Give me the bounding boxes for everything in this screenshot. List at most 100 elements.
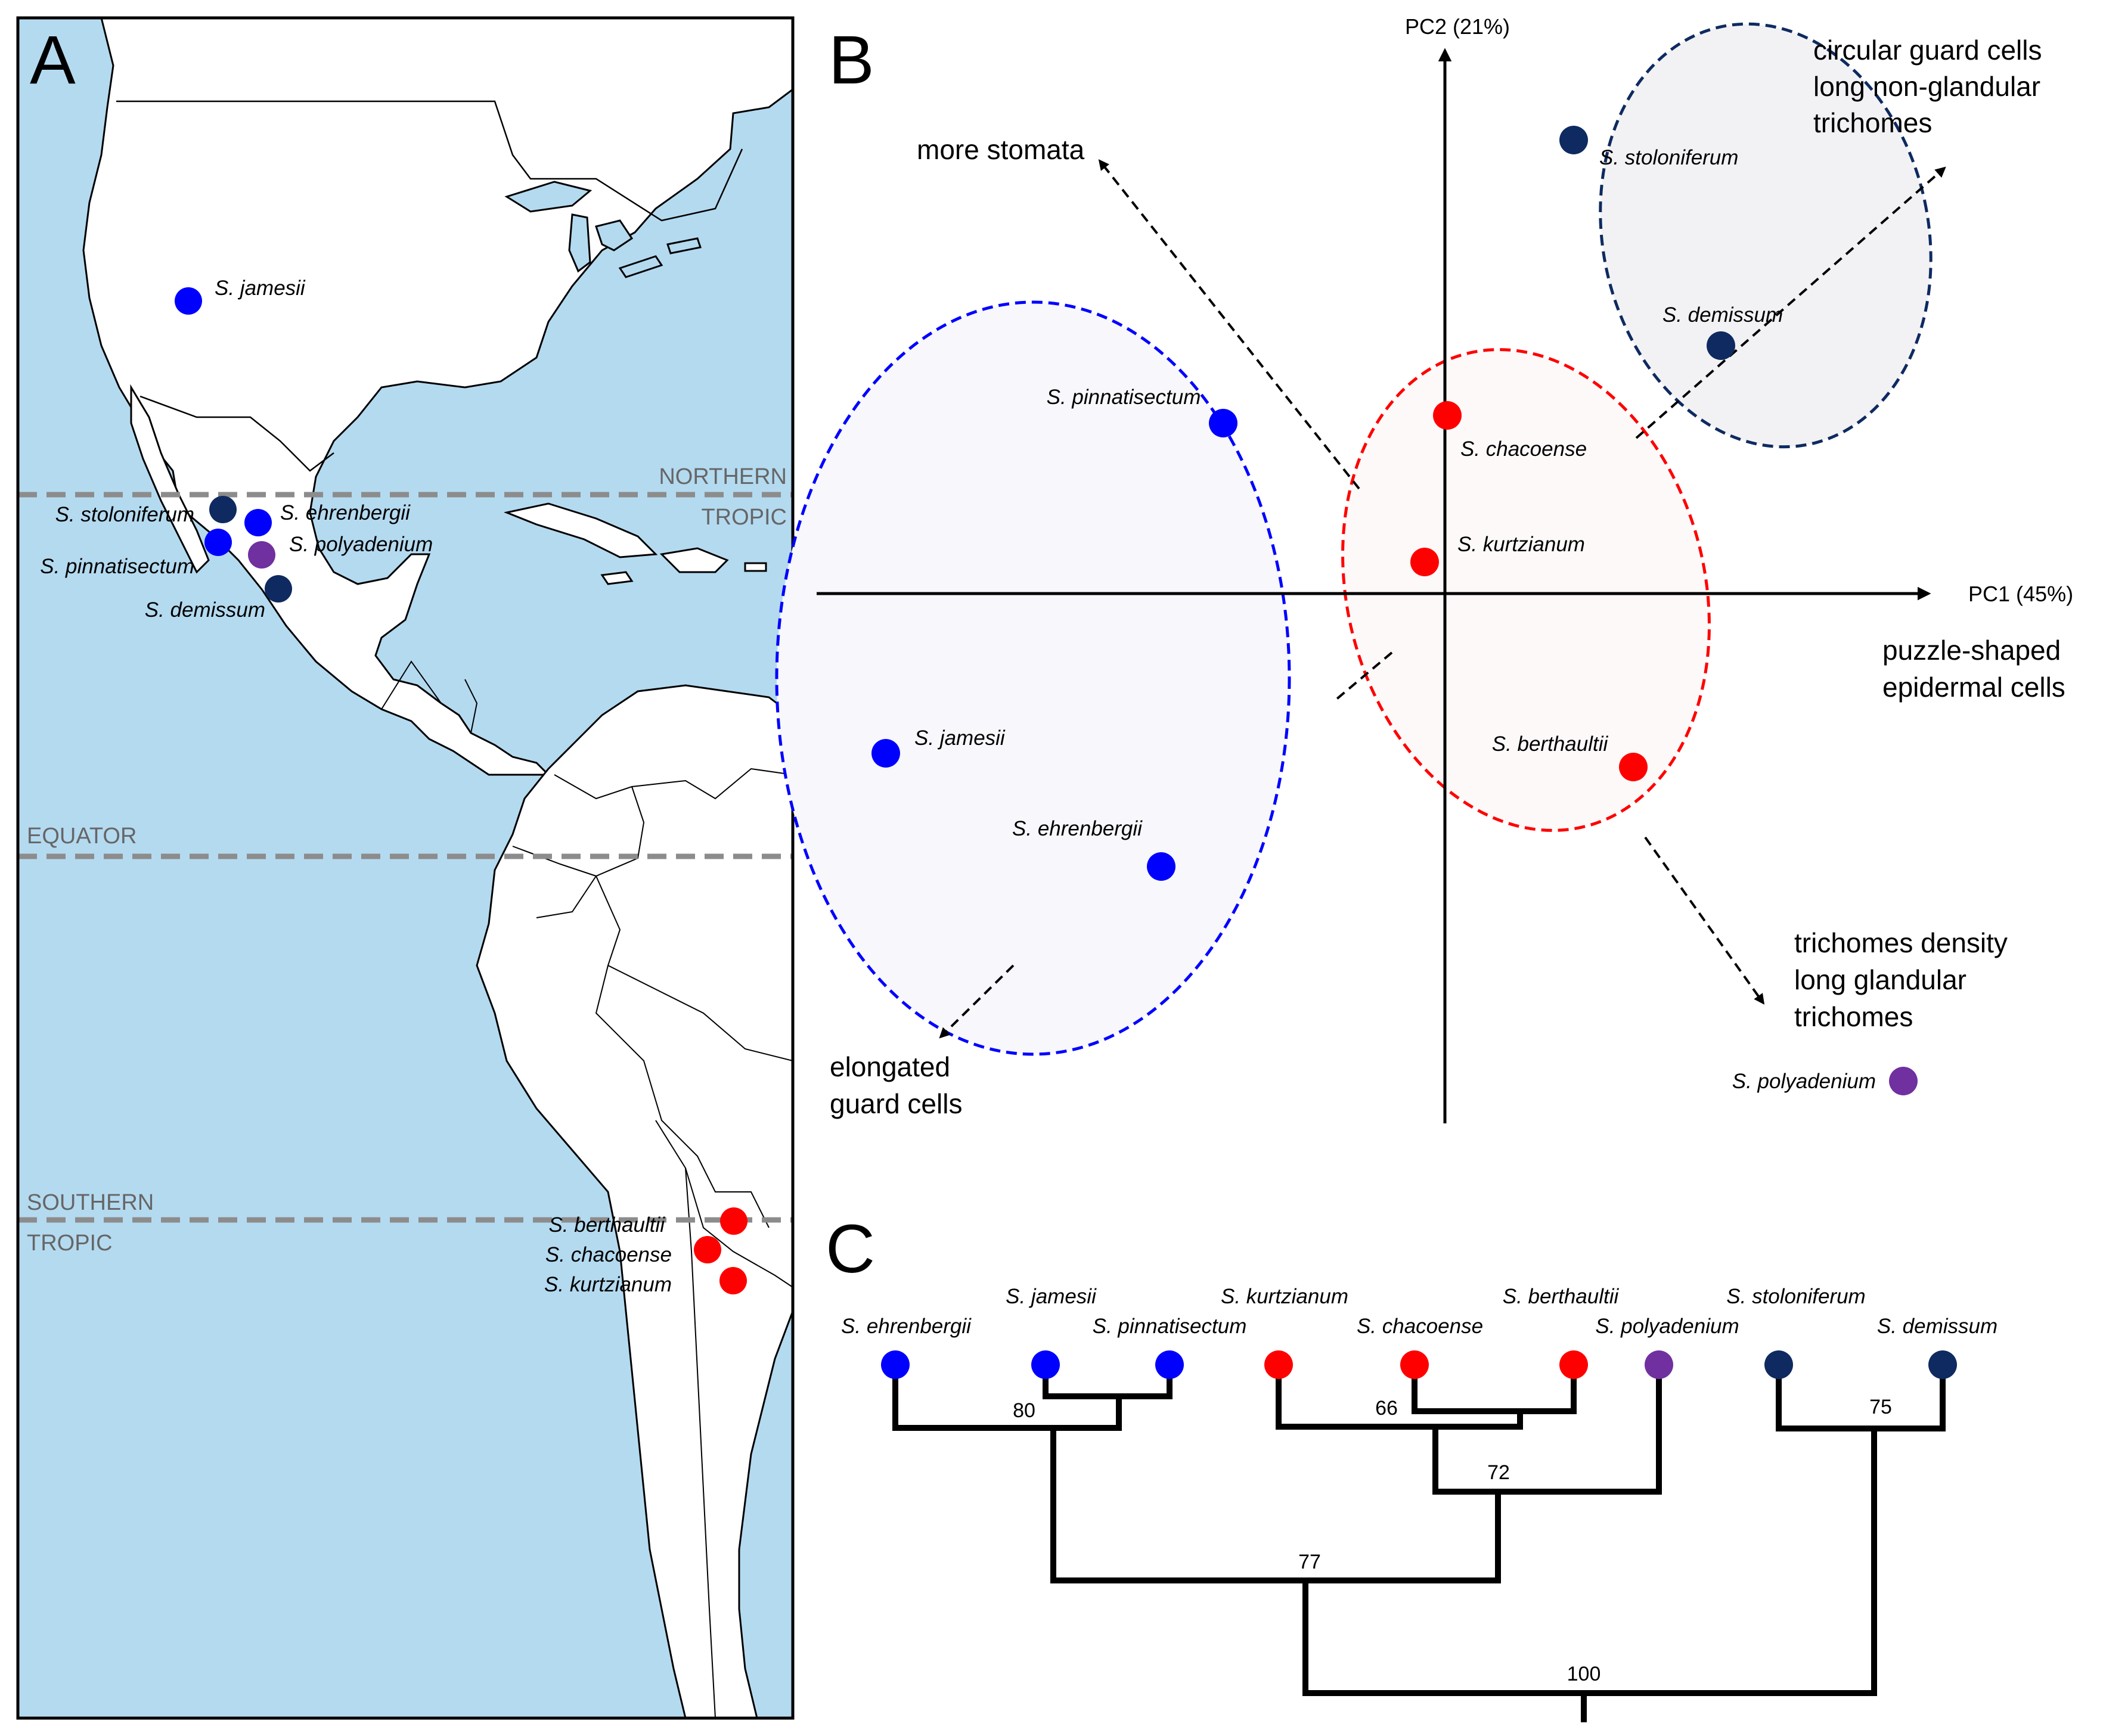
tip-polyadenium (1645, 1350, 1673, 1379)
tip-chacoense (1400, 1350, 1429, 1379)
pca-label-polyadenium: S. polyadenium (1732, 1070, 1876, 1093)
annotation-elongated-1: elongated (830, 1051, 950, 1082)
tip-label-ehrenbergii: S. ehrenbergii (841, 1315, 972, 1338)
tip-label-demissum: S. demissum (1877, 1315, 1997, 1338)
site-label-jamesii: S. jamesii (215, 277, 306, 300)
bootstrap-80: 80 (1013, 1399, 1035, 1422)
land-north-america (82, 18, 793, 776)
pca-point-polyadenium (1889, 1067, 1918, 1095)
site-marker-pinnatisectum (204, 529, 232, 556)
site-label-pinnatisectum: S. pinnatisectum (40, 555, 194, 578)
lake (504, 181, 593, 213)
tip-label-jamesii: S. jamesii (1006, 1285, 1097, 1308)
annotation-more-stomata: more stomata (917, 134, 1085, 165)
arrow-puzzle (1334, 651, 1393, 701)
border (536, 875, 597, 918)
branch-ehrenbergii-clade (892, 1365, 1122, 1431)
site-marker-berthaultii (720, 1207, 747, 1235)
site-marker-chacoense (694, 1236, 721, 1263)
land-cuba (503, 502, 658, 558)
annotation-elongated-2: guard cells (830, 1088, 962, 1119)
pca-point-jamesii (871, 739, 900, 768)
site-label-kurtzianum: S. kurtzianum (544, 1273, 672, 1296)
bootstrap-100: 100 (1567, 1663, 1601, 1685)
land-jamaica (600, 571, 634, 585)
pca-points: S. stoloniferum S. demissum S. pinnatise… (871, 126, 1918, 1095)
branch-blue-red (1050, 1428, 1501, 1583)
site-label-chacoense: S. chacoense (545, 1243, 672, 1266)
bootstrap-66: 66 (1375, 1397, 1398, 1420)
branch-navy (1776, 1365, 1946, 1431)
tip-label-chacoense: S. chacoense (1357, 1315, 1483, 1338)
northern-label: NORTHERN (659, 464, 787, 489)
arrow-more-stomata (1098, 159, 1360, 490)
branch-polyadenium (1432, 1365, 1662, 1495)
border (631, 768, 793, 800)
panel-c-letter: C (826, 1211, 875, 1287)
site-marker-polyadenium (248, 541, 275, 569)
border-mexico (139, 395, 334, 472)
annotation-puzzle-1: puzzle-shaped (1882, 635, 2061, 666)
branch-root (1302, 1428, 1877, 1696)
tree-tips: S. ehrenbergii S. jamesii S. pinnatisect… (841, 1285, 1997, 1379)
site-marker-kurtzianum (719, 1267, 747, 1294)
trait-annotations: more stomata circular guard cells long n… (830, 35, 2065, 1119)
pca-label-jamesii: S. jamesii (914, 726, 1006, 750)
arrow-elongated (939, 964, 1015, 1039)
land-south-america (476, 684, 793, 1718)
pca-label-kurtzianum: S. kurtzianum (1457, 533, 1585, 556)
pca-point-chacoense (1433, 401, 1462, 430)
tip-label-kurtzianum: S. kurtzianum (1221, 1285, 1348, 1308)
branch-jamesii-pinnatisectum (1043, 1365, 1173, 1399)
tip-stoloniferum (1764, 1350, 1793, 1379)
pca-label-pinnatisectum: S. pinnatisectum (1047, 386, 1201, 409)
lake (595, 219, 634, 251)
tip-label-stoloniferum: S. stoloniferum (1726, 1285, 1865, 1308)
land-baja (130, 384, 210, 574)
annotation-trichomes-2: long glandular (1794, 964, 1966, 995)
ellipse-navy-group (1599, 22, 1933, 449)
panel-b-letter: B (829, 22, 874, 98)
site-marker-demissum (265, 575, 292, 603)
pca-point-stoloniferum (1559, 126, 1588, 154)
bootstrap-77: 77 (1298, 1551, 1321, 1573)
arrow-trichomes-density (1644, 836, 1765, 1005)
annotation-trichomes-1: trichomes density (1794, 927, 2008, 958)
border-canada (116, 100, 743, 222)
pca-label-stoloniferum: S. stoloniferum (1599, 146, 1738, 169)
branch-chacoense-berthaultii (1412, 1365, 1577, 1414)
pc1-axis-label: PC1 (45%) (1968, 582, 2073, 606)
border (655, 1120, 793, 1288)
annotation-circular-1: circular guard cells (1813, 35, 2042, 66)
pca-point-berthaultii (1619, 753, 1648, 781)
pca-label-berthaultii: S. berthaultii (1492, 732, 1609, 756)
tip-pinnatisectum (1155, 1350, 1184, 1379)
pca-label-ehrenbergii: S. ehrenbergii (1012, 817, 1143, 840)
panel-a-map (18, 18, 793, 1718)
site-label-polyadenium: S. polyadenium (289, 533, 433, 556)
lake (618, 255, 663, 278)
annotation-circular-3: trichomes (1813, 107, 1932, 138)
site-marker-ehrenbergii (244, 509, 272, 536)
pca-point-kurtzianum (1410, 548, 1439, 576)
annotation-puzzle-2: epidermal cells (1882, 672, 2065, 703)
pca-point-demissum (1707, 331, 1735, 360)
trait-arrows (939, 159, 1946, 1039)
bootstrap-75: 75 (1869, 1396, 1892, 1418)
border (464, 679, 478, 734)
branch-kurtzianum-clade (1276, 1365, 1523, 1430)
border (685, 1167, 716, 1718)
tip-label-polyadenium: S. polyadenium (1595, 1315, 1739, 1338)
map-sites: S. jamesii S. stoloniferum S. ehrenbergi… (40, 277, 747, 1296)
tip-berthaultii (1559, 1350, 1588, 1379)
land-hispaniola (659, 547, 729, 573)
tip-ehrenbergii (881, 1350, 910, 1379)
land-puertorico (744, 562, 767, 572)
annotation-circular-2: long non-glandular (1813, 71, 2040, 102)
ellipse-red-group (1341, 348, 1711, 832)
pca-point-pinnatisectum (1209, 409, 1237, 437)
pc2-axis-label: PC2 (21%) (1405, 14, 1510, 39)
site-label-berthaultii: S. berthaultii (548, 1213, 665, 1237)
annotation-trichomes-3: trichomes (1794, 1001, 1913, 1032)
site-marker-jamesii (175, 287, 202, 315)
